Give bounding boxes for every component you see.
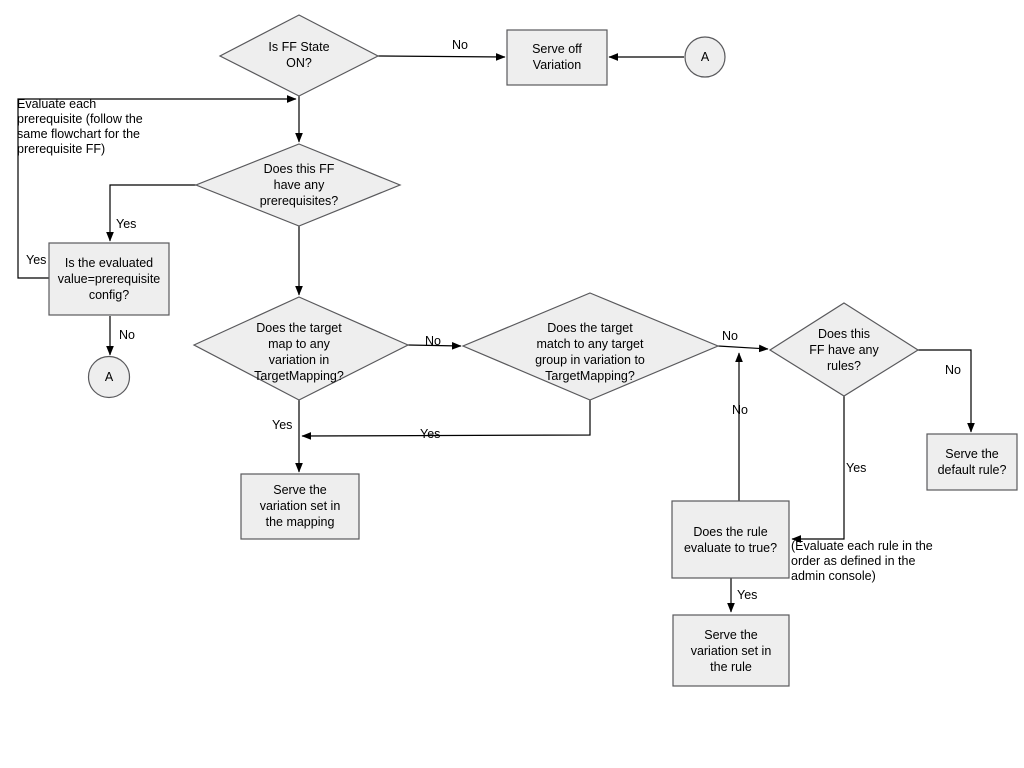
edge-hasrules-yes-ruletrue: [791, 396, 845, 543]
edge-label-targetgroup-no: No: [722, 329, 738, 343]
edge-targetgroup-no-hasrules: [717, 344, 769, 353]
edge-label-prereqs-yes: Yes: [116, 217, 137, 231]
node-ff-state[interactable]: [218, 14, 380, 97]
note-evaluate-rules-order: (Evaluate each rule in the order as defi…: [791, 539, 933, 583]
node-serve-off-variation[interactable]: [506, 29, 608, 86]
node-has-rules[interactable]: [768, 302, 920, 397]
edge-hasrules-no-servedefault: [918, 349, 975, 433]
edge-label-hasrules-yes: Yes: [846, 461, 867, 475]
edge-evalvalue-yes-ffstate: [17, 95, 297, 279]
node-target-map-check[interactable]: [192, 296, 410, 401]
edge-label-hasrules-no: No: [945, 363, 961, 377]
node-evaluated-value-check[interactable]: [48, 242, 170, 316]
edge-label-targetgroup-yes: Yes: [420, 427, 441, 441]
note-evaluate-prerequisite: Evaluate each prerequisite (follow the s…: [17, 97, 143, 156]
edge-label-ffstate-no: No: [452, 38, 468, 52]
edge-label-targetmap-no: No: [425, 334, 441, 348]
node-has-prerequisites[interactable]: [194, 143, 402, 227]
edge-targetmap-no-targetgroup: [407, 341, 462, 350]
node-target-group-check[interactable]: [461, 292, 720, 401]
edge-ffstate-no-serveoff: [377, 53, 506, 61]
node-connector-a-bottom[interactable]: [87, 355, 131, 399]
edge-label-evalvalue-yes: Yes: [26, 253, 47, 267]
node-serve-rule-variation[interactable]: [672, 614, 790, 687]
edge-label-ruletrue-no: No: [732, 403, 748, 417]
edge-label-targetmap-yes: Yes: [272, 418, 293, 432]
node-connector-a-top[interactable]: [684, 36, 726, 78]
node-serve-default-rule[interactable]: [926, 433, 1018, 491]
edge-label-ruletrue-yes: Yes: [737, 588, 758, 602]
node-rule-evaluates-true[interactable]: [671, 500, 790, 579]
node-serve-mapping-variation[interactable]: [240, 473, 360, 540]
edge-targetgroup-yes-servemapping: [301, 400, 591, 440]
edge-label-evalvalue-no: No: [119, 328, 135, 342]
edge-prereqs-yes-evalvalue: [106, 184, 196, 242]
